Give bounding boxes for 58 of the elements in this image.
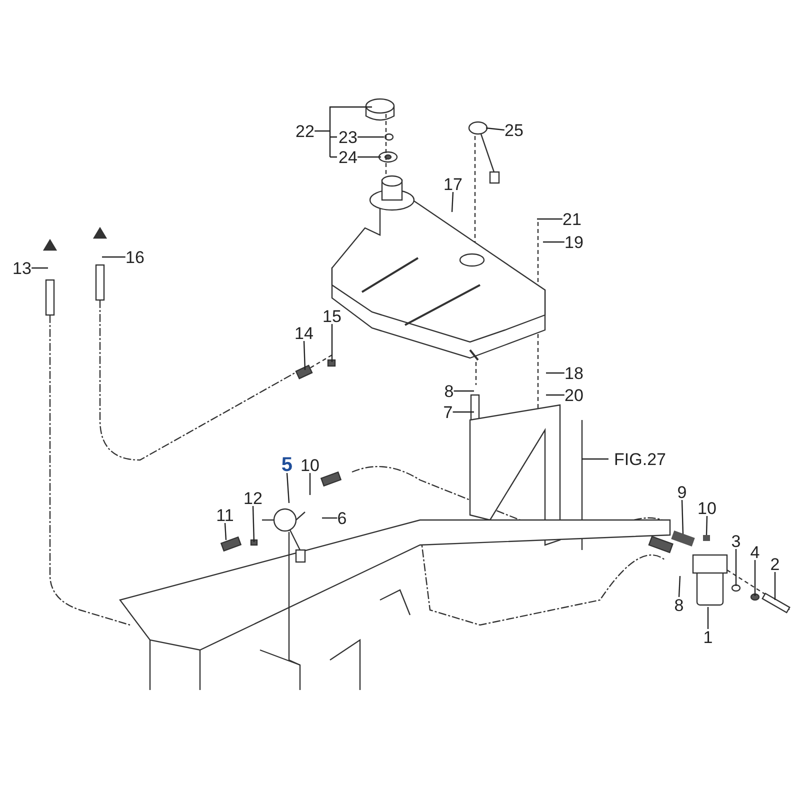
callout-number: 3 <box>731 533 741 549</box>
callout-number: 21 <box>562 211 582 227</box>
callout-number: 17 <box>443 176 463 192</box>
leader-line <box>754 560 756 596</box>
leader-line <box>252 506 255 542</box>
callout-number: 25 <box>504 122 524 138</box>
leader-line <box>486 127 504 131</box>
leader-line <box>303 340 306 370</box>
leader-line <box>681 500 684 534</box>
leader-line <box>707 607 709 629</box>
callout-number: 11 <box>215 507 235 523</box>
callout-number: 22 <box>295 123 315 139</box>
callout-number: 2 <box>770 556 780 572</box>
callout-number: FIG.27 <box>608 451 672 467</box>
callout-number: 9 <box>677 484 687 500</box>
leader-line <box>546 372 564 374</box>
leader-line <box>454 390 474 392</box>
callout-number: 4 <box>750 544 760 560</box>
callout-number: 19 <box>564 234 584 250</box>
leader-line <box>102 256 126 258</box>
leader-line <box>735 549 737 586</box>
callout-number: 15 <box>322 308 342 324</box>
leader-line <box>543 241 564 243</box>
callout-number: 16 <box>125 249 145 265</box>
callout-number: 20 <box>564 387 584 403</box>
leader-line <box>537 218 562 220</box>
callout-number: 6 <box>337 510 347 526</box>
leader-line <box>774 572 776 600</box>
leader-line <box>546 394 564 396</box>
callout-number: 10 <box>300 457 320 473</box>
callout-number: 8 <box>674 597 684 613</box>
callout-number: 12 <box>243 490 263 506</box>
leader-line <box>358 156 381 158</box>
callout-number: 10 <box>697 500 717 516</box>
callout-number: 1 <box>703 629 713 645</box>
leader-line <box>582 458 608 460</box>
leader-line <box>322 517 338 519</box>
callout-number: 13 <box>12 260 32 276</box>
leader-line <box>314 106 373 158</box>
leader-line <box>32 267 48 269</box>
hose-fitting <box>703 535 710 541</box>
leader-line <box>224 522 227 540</box>
callout-number: 5 <box>282 457 292 473</box>
callout-number: 7 <box>443 404 453 420</box>
leader-line <box>678 576 681 598</box>
callout-number: 23 <box>338 129 358 145</box>
leader-line <box>452 411 474 413</box>
leader-line <box>309 473 311 495</box>
leader-line <box>358 136 384 138</box>
hose-fitting <box>671 530 695 546</box>
leader-line <box>706 516 708 536</box>
leader-line <box>451 192 454 212</box>
callout-number: 8 <box>444 383 454 399</box>
callout-number: 14 <box>294 325 314 341</box>
callout-number: 24 <box>338 149 358 165</box>
callout-number: 18 <box>564 365 584 381</box>
leader-line <box>331 324 333 362</box>
leader-line <box>286 472 290 504</box>
